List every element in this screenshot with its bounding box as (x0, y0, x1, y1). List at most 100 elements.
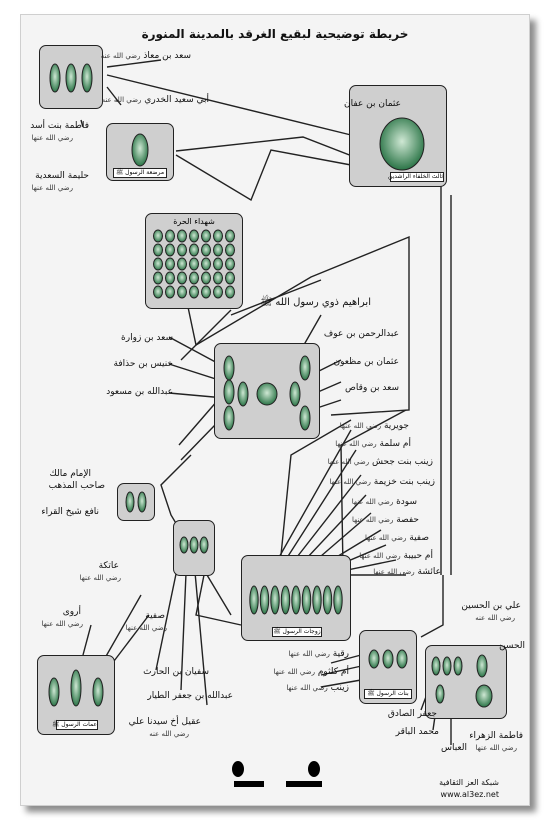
martyr-grave (213, 229, 223, 243)
label-fatima-zahra: فاطمة الزهراء (469, 731, 523, 741)
wife-grave (301, 585, 312, 615)
label-hafsa: حفصة رضي الله عنها (351, 515, 419, 525)
label-zaynab-khuzayma: زينب بنت خزيمة رضي الله عنها (329, 477, 435, 487)
label-aisha: عائشة رضي الله عنها (373, 567, 441, 577)
martyr-grave (213, 271, 223, 285)
label-umm-salama: أم سلمة رضي الله عنها (335, 439, 411, 449)
label-muhammad-baqir: محمد الباقر (395, 727, 439, 737)
label-aqil: عقيل أخ سيدنا علي (128, 717, 201, 727)
label-arwa: أروى (62, 607, 81, 617)
graves (223, 355, 311, 431)
label-malik: الإمام مالك (49, 469, 91, 479)
label-sawda: سودة رضي الله عنها (351, 497, 417, 507)
map-frame: خريطة توضيحية لبقيع الغرقد بالمدينة المن… (20, 14, 530, 806)
martyr-grave (177, 257, 187, 271)
label-ibn-masud: عبدالله بن مسعود (106, 387, 173, 397)
label-atika-blessing: رضي الله عنها (79, 574, 121, 582)
daughters-box-label: بنات الرسول ﷺ (364, 689, 412, 699)
label-uthman: عثمان بن عفان (344, 99, 401, 109)
martyr-grave (201, 257, 211, 271)
wife-grave (259, 585, 270, 615)
label-ruqayya: رقية رضي الله عنها (288, 649, 349, 659)
box-three (173, 520, 215, 576)
martyr-grave (189, 285, 199, 299)
martyr-graves (153, 229, 235, 299)
grave (131, 133, 149, 167)
aunts-box-label: عمات الرسول ﷺ (52, 720, 98, 730)
wife-grave (280, 585, 291, 615)
label-abdulrahman: عبدالرحمن بن عوف (323, 329, 399, 339)
martyr-grave (165, 229, 175, 243)
map-title: خريطة توضيحية لبقيع الغرقد بالمدينة المن… (141, 27, 409, 41)
martyr-grave (201, 243, 211, 257)
martyr-grave (153, 243, 163, 257)
martyr-grave (177, 285, 187, 299)
graves (179, 536, 209, 554)
martyr-grave (201, 271, 211, 285)
martyrs-label: شهداء الحرة (173, 217, 215, 226)
graves (48, 669, 104, 707)
box-central (214, 343, 320, 439)
label-hasan: الحسن (499, 641, 525, 651)
martyr-grave (225, 243, 235, 257)
label-fatima-asad-blessing: رضي الله عنها (31, 134, 73, 142)
martyr-grave (225, 271, 235, 285)
martyr-grave (213, 285, 223, 299)
martyr-grave (189, 229, 199, 243)
wife-grave (249, 585, 259, 615)
wives-graves (249, 585, 343, 615)
martyr-grave (165, 285, 175, 299)
footer-site: www.al3ez.net (440, 790, 499, 799)
box-halima: مرضعة الرسول ﷺ (106, 123, 174, 181)
graves (368, 649, 408, 669)
label-fatima-asad: فاطمة بنت أسد (30, 121, 89, 131)
martyr-grave (153, 285, 163, 299)
grave (379, 117, 425, 171)
label-malik-2: صاحب المذهب (48, 481, 105, 491)
uthman-box-label: ثالث الخلفاء الراشدين (388, 172, 444, 182)
martyr-grave (165, 271, 175, 285)
label-umm-kulthum: أم كلثوم رضي الله عنها (273, 667, 349, 677)
box-ahl-al-bayt (425, 645, 507, 719)
wife-grave (312, 585, 322, 615)
halima-box-label: مرضعة الرسول ﷺ (113, 168, 167, 178)
box-martyrs: شهداء الحرة (145, 213, 243, 309)
label-uthman-madhun: عثمان بن مظعون (333, 357, 399, 367)
wife-grave (333, 585, 343, 615)
martyr-grave (225, 229, 235, 243)
label-umm-habiba: أم حبيبة رضي الله عنها (359, 551, 433, 561)
graves (125, 491, 147, 513)
box-uthman: ثالث الخلفاء الراشدين (349, 85, 447, 187)
graves (49, 63, 93, 93)
label-safiyya-w: صفية رضي الله عنها (364, 533, 429, 543)
box-fatima-bint-asad (39, 45, 103, 109)
martyr-grave (177, 243, 187, 257)
martyr-grave (201, 285, 211, 299)
martyr-grave (165, 243, 175, 257)
label-abu-said: أبي سعيد الخدري رضي الله عنه (101, 95, 209, 105)
label-abdullah-jafar: عبدالله بن جعفر الطيار (147, 691, 233, 701)
label-ibrahim: ابراهيم ذوي رسول الله ﷺ (260, 297, 371, 308)
martyr-grave (189, 271, 199, 285)
label-halima: حليمة السعدية (35, 171, 89, 181)
martyr-grave (177, 229, 187, 243)
label-fatima-zahra-blessing: رضي الله عنها (475, 744, 517, 752)
label-arwa-blessing: رضي الله عنها (41, 620, 83, 628)
martyr-grave (225, 257, 235, 271)
label-zaynab-jahsh: زينب بنت جحش رضي الله عنها (327, 457, 433, 467)
label-saad-waqqas: سعد بن وقاص (345, 383, 399, 393)
martyr-grave (153, 257, 163, 271)
martyr-grave (153, 271, 163, 285)
box-wives: زوجات الرسول ﷺ (241, 555, 351, 641)
label-jafar-sadiq: جعفر الصادق (387, 709, 437, 719)
martyr-grave (213, 257, 223, 271)
wife-grave (322, 585, 333, 615)
label-atika: عاتكة (98, 561, 119, 571)
wives-box-label: زوجات الرسول ﷺ (272, 627, 322, 637)
wife-grave (291, 585, 301, 615)
box-daughters: بنات الرسول ﷺ (359, 630, 417, 704)
box-aunts: عمات الرسول ﷺ (37, 655, 115, 735)
graves (431, 654, 493, 708)
label-ali-husayn-blessing: رضي الله عنه (475, 614, 515, 622)
box-malik (117, 483, 155, 521)
